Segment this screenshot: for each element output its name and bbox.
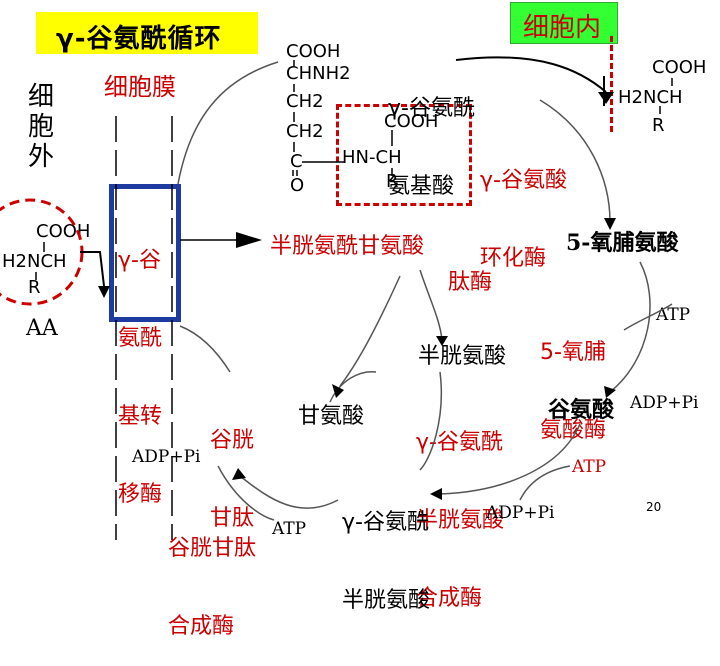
ggc-to-gsh-curve [239, 475, 339, 509]
gga-label-line2: 氨基酸 [388, 174, 455, 199]
oxoproline-to-glutamate-arrow [609, 261, 651, 393]
diagram-title: γ-谷氨酰循环 [56, 24, 222, 54]
cyclase-line1: γ-谷氨酸 [480, 168, 567, 193]
ggc-line2: 半胱氨酸 [342, 588, 431, 613]
oxoprolinase-line2: 氨酸酶 [540, 418, 607, 443]
diagram-lines [0, 56, 673, 540]
adp-pi-bottom: ADP+Pi [486, 503, 555, 523]
glutamate-arrow-head [604, 386, 616, 398]
oxoprolinase-label: 5-氧脯 氨酸酶 [540, 288, 606, 470]
atp-in-curve [623, 303, 673, 331]
glutathione-line2: 甘肽 [210, 506, 255, 531]
cysteine-to-ggc-curve [419, 371, 443, 471]
transferase-box [109, 184, 181, 322]
peptidase-curve [419, 269, 443, 341]
ggc-arrow-head [430, 488, 442, 500]
cyclase-line2: 环化酶 [480, 246, 547, 271]
atp-adp-curve-gsh [217, 465, 275, 521]
gga-substituent: COOH HN-CH R [342, 112, 438, 191]
adp-pi-right: ADP+Pi [630, 393, 699, 413]
aa-h2nch: H2NCH [2, 251, 67, 272]
gamma-glutamyl-aa-label: γ-谷氨酰 氨基酸 [388, 44, 475, 226]
peptidase-label: 肽酶 [448, 270, 493, 295]
gga-line1: COOH [286, 41, 341, 62]
gga-label-line1: γ-谷氨酰 [388, 96, 475, 121]
aa-to-transferase-arrow [80, 251, 105, 287]
gga-to-right-aa-arrow [455, 56, 607, 93]
right-aa-cooh: COOH [652, 57, 707, 78]
transferase-to-gga-arrow [177, 61, 279, 185]
glutamate-label: 谷氨酸 [548, 398, 615, 423]
cysteinylglycine-label: 半胱氨酰甘氨酸 [270, 234, 425, 259]
extracellular-char-3: 外 [28, 142, 55, 172]
aa-circle [0, 198, 84, 306]
page-number: 20 [646, 500, 662, 514]
right-aa-arrow-head [598, 92, 614, 104]
intracellular-label: 细胞内 [523, 13, 602, 43]
aa-structure-left: COOH H2NCH R [2, 222, 90, 298]
atp-adp-curve-gc [519, 465, 571, 501]
gga-line2: CHNH2 [286, 63, 351, 84]
ggc-line1: γ-谷氨酰 [342, 510, 429, 535]
membrane-label: 细胞膜 [104, 73, 176, 101]
cysteine-label: 半胱氨酸 [418, 344, 507, 369]
adp-pi-left: ADP+Pi [132, 447, 201, 467]
glycine-label: 甘氨酸 [298, 404, 365, 429]
glutamate-to-ggc-arrow [439, 423, 581, 495]
aa-arrow-head [98, 286, 110, 298]
extracellular-char-1: 细 [28, 82, 55, 112]
transferase-line3: 基转 [118, 404, 163, 429]
gga-line5: C [290, 151, 303, 172]
gga-line3: CH2 [286, 91, 324, 112]
peptidase-to-glycine-curve [339, 275, 401, 387]
glycine-arrow-head [332, 384, 344, 398]
transferase-line4: 移酶 [118, 482, 163, 507]
right-aa-bracket [610, 36, 703, 132]
transferase-line2: 氨酰 [118, 326, 163, 351]
gga-line4: CH2 [286, 121, 324, 142]
gga-sub-hnch: HN-CH [342, 147, 402, 168]
aa-cooh: COOH [36, 221, 91, 242]
transferase-line1: γ-谷 [118, 248, 161, 273]
oxoproline-label: 5-氧脯氨酸 [566, 230, 679, 256]
atp-label-3: ATP [272, 519, 307, 539]
transferase-label: γ-谷 氨酰 基转 移酶 [118, 196, 162, 534]
gga-line6: O [290, 175, 305, 196]
title-box: γ-谷氨酰循环 [36, 12, 258, 54]
cyclase-label: γ-谷氨酸 环化酶 [480, 116, 567, 298]
gc-synthetase-line2: 半胱氨酸 [416, 508, 505, 533]
right-aa-structure: COOH H2NCH R [618, 58, 706, 135]
gsh-synthetase-line2: 合成酶 [168, 614, 235, 639]
gga-sub-r: R [386, 171, 399, 192]
aa-label: AA [26, 316, 58, 341]
intracellular-box: 细胞内 [510, 2, 618, 44]
atp-label-2: ATP [572, 457, 607, 477]
glycine-curve [329, 371, 377, 403]
aa-r: R [28, 277, 41, 298]
gga-substituent-box [336, 104, 472, 206]
cysteine-arrow-head [436, 336, 448, 346]
atp-label-1: ATP [656, 305, 691, 325]
extracellular-char-2: 胞 [28, 112, 55, 142]
glutathione-line1: 谷胱 [210, 428, 255, 453]
glutathione-label: 谷胱 甘肽 [210, 376, 254, 558]
cysgly-arrow-head [236, 232, 262, 248]
to-oxoproline-arrow [539, 99, 611, 223]
gamma-glutamyl-aa-structure: COOH CHNH2 CH2 CH2 C O [286, 42, 366, 202]
gsh-to-transferase-curve [179, 325, 231, 373]
oxoproline-arrow-head [604, 218, 616, 230]
gsh-synth-arrow-head [232, 468, 246, 480]
gga-sub-cooh: COOH [384, 111, 439, 132]
right-aa-r: R [652, 115, 665, 136]
right-aa-h2nch: H2NCH [618, 87, 683, 108]
extracellular-label: 细 胞 外 [28, 82, 58, 172]
oxoprolinase-line1: 5-氧脯 [540, 340, 606, 365]
